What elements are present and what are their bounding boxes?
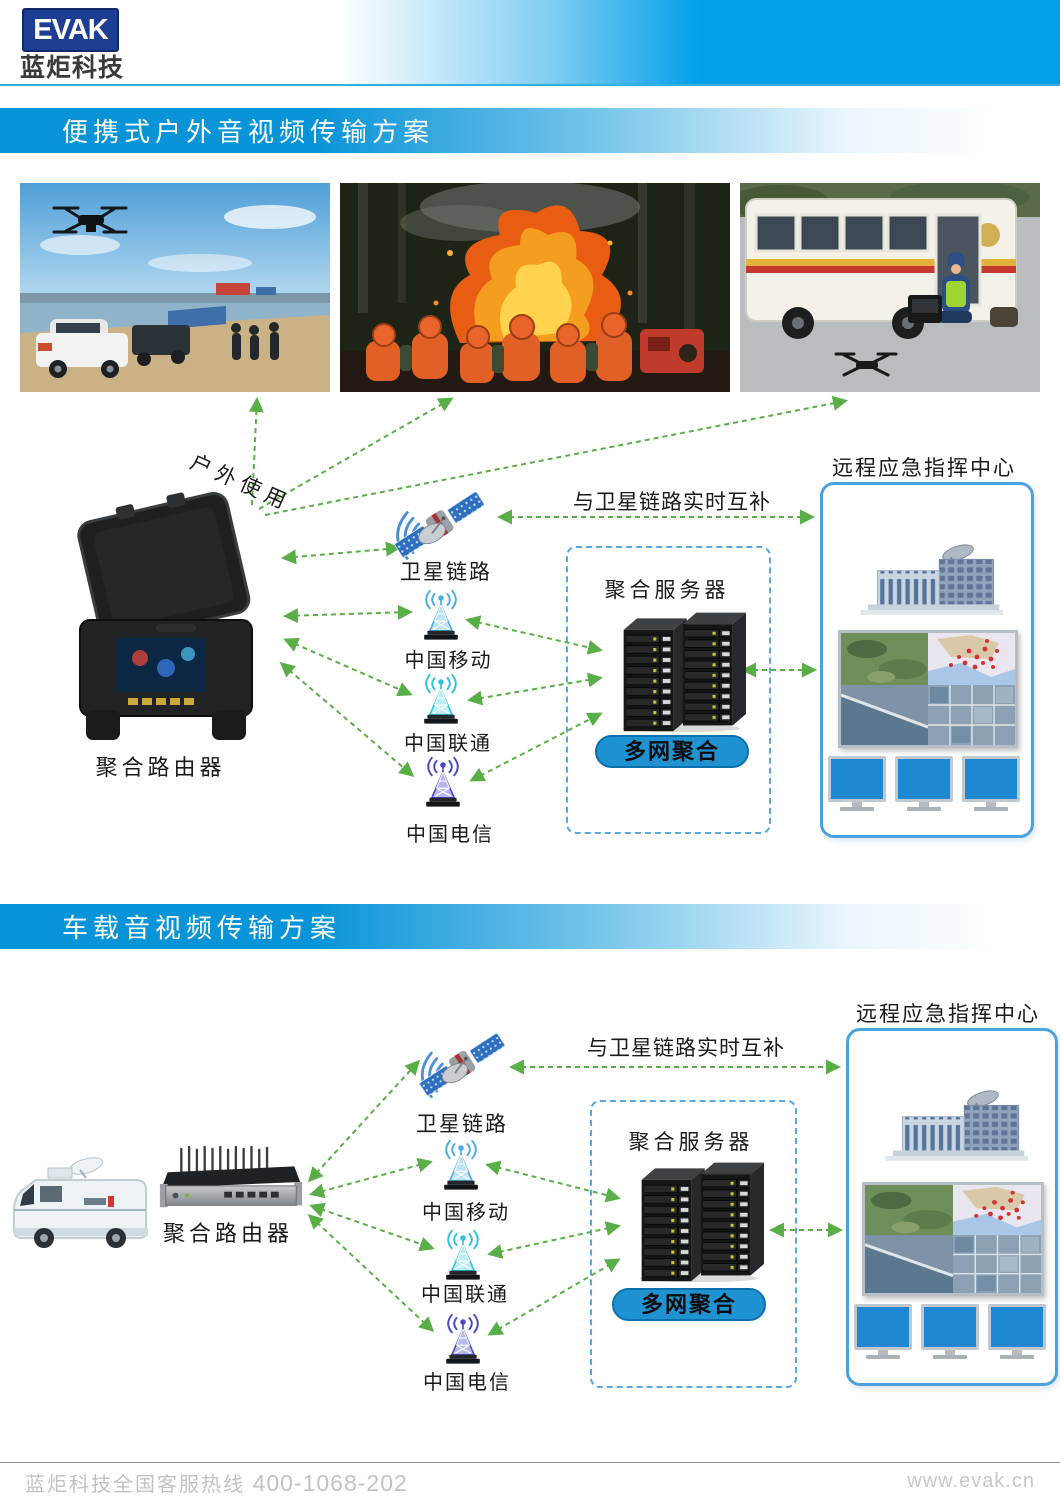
server-racks-icon-1	[621, 612, 746, 733]
section-title-portable: 便携式户外音视频传输方案	[62, 118, 435, 147]
router-label-1: 聚合路由器	[95, 755, 226, 780]
monitor-row-2	[854, 1304, 1046, 1359]
firefighters	[366, 312, 704, 383]
video-wall-2	[862, 1182, 1044, 1296]
satellite-label-2: 卫星链路	[416, 1112, 508, 1136]
cell-tower-icon-unicom-1	[424, 673, 458, 724]
section-bar-portable: 便携式户外音视频传输方案	[0, 108, 1060, 153]
carrier-label-unicom-1: 中国联通	[404, 733, 492, 755]
command-building-icon-2	[885, 1090, 1028, 1161]
footer-hotline: 蓝炬科技全国客服热线 400-1068-202	[25, 1468, 408, 1497]
section-bar-vehicle: 车载音视频传输方案	[0, 904, 1060, 949]
carrier-label-telecom-2: 中国电信	[423, 1372, 511, 1394]
cell-tower-icon-unicom-2	[446, 1229, 480, 1280]
emergency-bus-scene	[740, 183, 1040, 392]
monitor-icon	[962, 756, 1020, 811]
photo-drone-operation	[20, 183, 330, 392]
portable-router-case-icon	[77, 492, 253, 740]
monitor-icon	[988, 1304, 1046, 1359]
footer-hotline-label: 蓝炬科技全国客服热线	[25, 1474, 245, 1496]
command-center-title-1: 远程应急指挥中心	[832, 456, 1016, 480]
server-label-2: 聚合服务器	[628, 1130, 754, 1154]
evak-logo: EVAK	[22, 8, 119, 52]
cell-tower-icon-mobile-1	[424, 589, 458, 640]
forest-fire-scene	[340, 183, 730, 392]
satellite-label-1: 卫星链路	[400, 560, 492, 584]
photo-forest-fire	[340, 183, 730, 392]
drone-field-scene	[20, 183, 330, 392]
video-wall-1	[838, 630, 1018, 748]
command-center-title-2: 远程应急指挥中心	[856, 1002, 1040, 1026]
multi-network-badge-2: 多网聚合	[612, 1288, 766, 1321]
monitor-row-1	[828, 756, 1020, 811]
monitor-icon	[854, 1304, 912, 1359]
rack-router-icon	[159, 1145, 303, 1208]
header-banner	[0, 0, 1060, 84]
monitor-icon	[921, 1304, 979, 1359]
satellite-icon-2	[419, 1032, 506, 1099]
carrier-label-telecom-1: 中国电信	[406, 824, 494, 846]
server-label-1: 聚合服务器	[604, 578, 730, 602]
cell-tower-icon-telecom-1	[426, 756, 460, 807]
photo-emergency-vehicle	[740, 183, 1040, 392]
carrier-label-mobile-2: 中国移动	[422, 1202, 510, 1224]
multi-network-badge-1: 多网聚合	[595, 735, 749, 768]
server-racks-icon-2	[639, 1162, 764, 1283]
cell-tower-icon-mobile-2	[444, 1139, 478, 1190]
carrier-label-mobile-1: 中国移动	[404, 650, 493, 672]
header-divider	[0, 84, 1060, 86]
cell-tower-icon-telecom-2	[446, 1313, 480, 1364]
broadcast-van-icon	[13, 1157, 148, 1248]
footer-divider	[0, 1462, 1060, 1463]
monitor-icon	[828, 756, 886, 811]
carrier-label-unicom-2: 中国联通	[421, 1284, 509, 1306]
satellite-note-2: 与卫星链路实时互补	[587, 1036, 785, 1060]
company-name: 蓝炬科技	[20, 54, 125, 82]
router-label-2: 聚合路由器	[162, 1221, 293, 1246]
satellite-note-1: 与卫星链路实时互补	[573, 490, 771, 514]
section-title-vehicle: 车载音视频传输方案	[62, 914, 342, 943]
footer-website: www.evak.cn	[907, 1470, 1035, 1492]
command-building-icon-1	[860, 544, 1003, 615]
monitor-icon	[895, 756, 953, 811]
footer-hotline-number: 400-1068-202	[252, 1470, 408, 1496]
officer-figure	[938, 252, 972, 323]
evak-logo-text: EVAK	[33, 13, 108, 46]
